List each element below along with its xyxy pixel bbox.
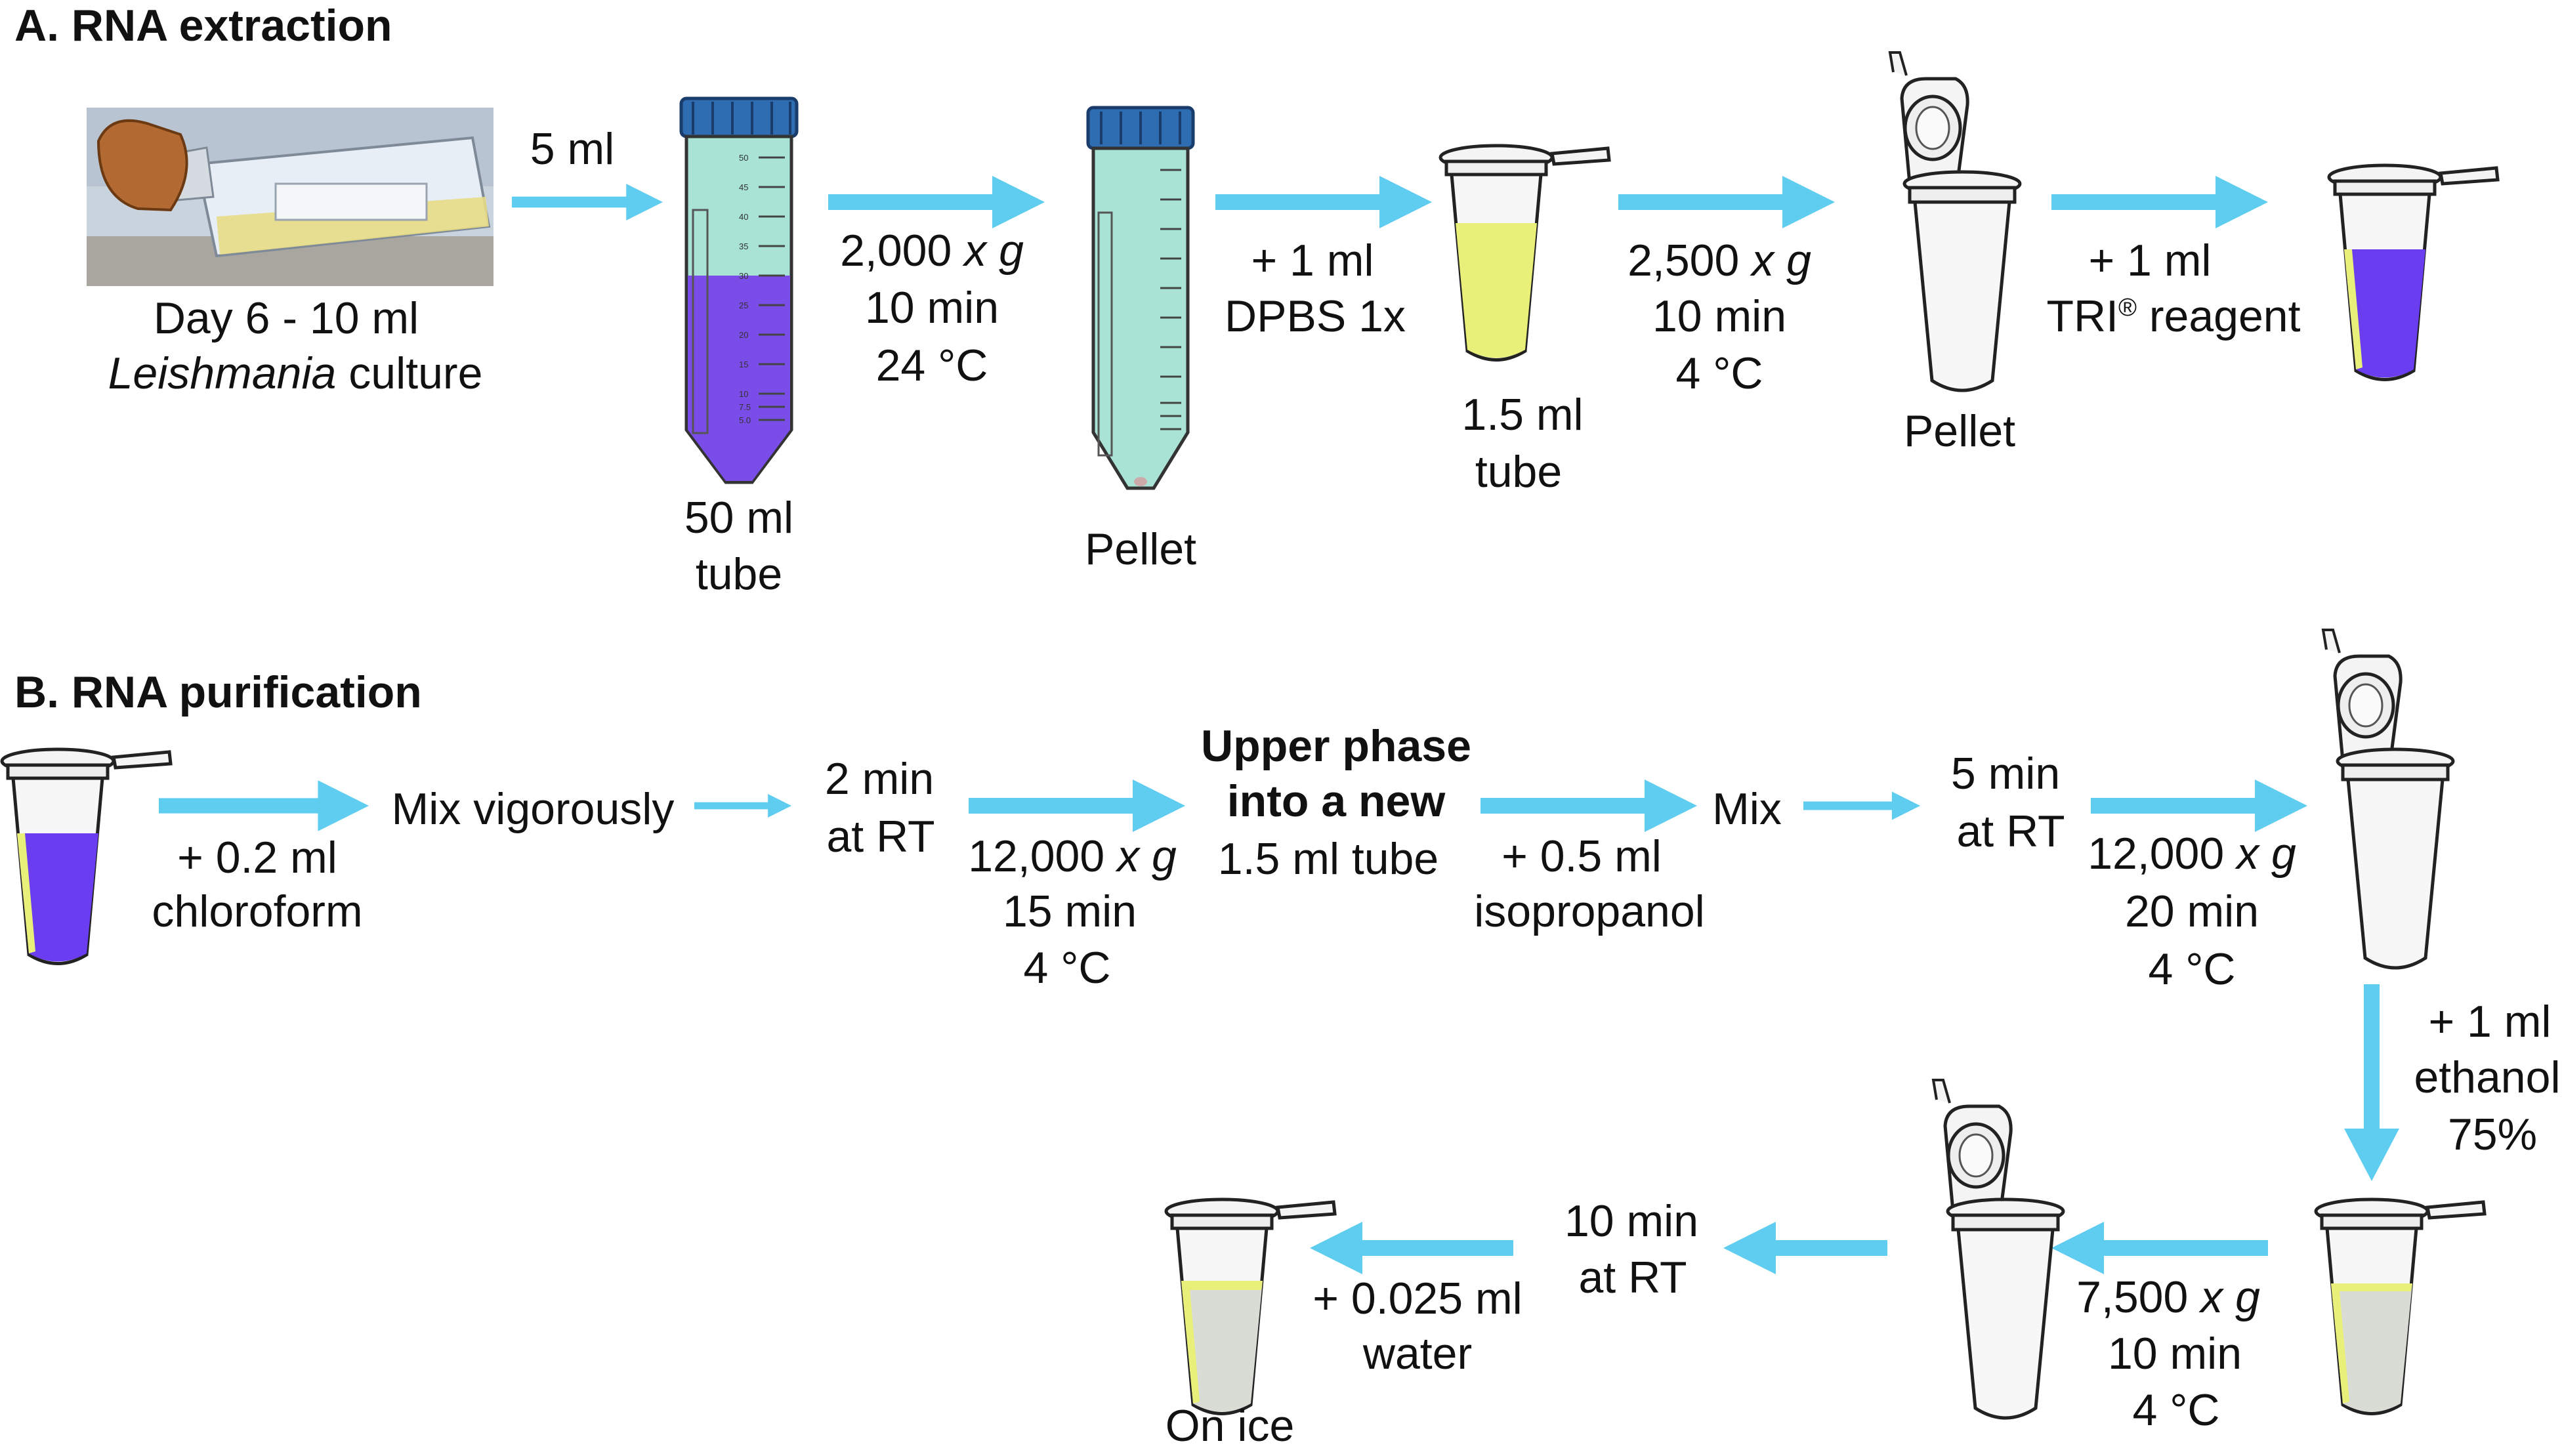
tube15-label-line1: 1.5 ml	[1461, 390, 1583, 440]
tube50-label-line2: tube	[696, 549, 782, 599]
arrow-b5	[1803, 791, 1920, 820]
arrow-a4	[1618, 176, 1835, 228]
tube15-label-line2: tube	[1475, 447, 1562, 497]
culture-label-line1: Day 6 - 10 ml	[154, 293, 419, 343]
falcon-tube-purple: 50 45 40 35 30 25 20 15 10 7.5 5.0	[679, 96, 799, 484]
pellet1-label: Pellet	[1085, 524, 1196, 574]
cent3-line1: 7,500 x g	[2076, 1272, 2260, 1322]
scale-mark-7-5: 7.5	[739, 402, 751, 412]
rt5-line1: 5 min	[1951, 749, 2060, 799]
step-a2-line3: 24 °C	[876, 341, 988, 390]
cent2-line3: 4 °C	[2148, 944, 2235, 994]
scale-mark-15: 15	[739, 360, 748, 369]
arrow-b4	[1480, 780, 1697, 832]
arrow-b7-down	[2344, 984, 2399, 1181]
scale-mark-25: 25	[739, 301, 748, 310]
scale-mark-10: 10	[739, 389, 748, 399]
water-line1: + 0.025 ml	[1312, 1274, 1522, 1323]
ethanol-line1: + 1 ml	[2428, 997, 2551, 1047]
upper-phase-line3: 1.5 ml tube	[1218, 834, 1438, 884]
arrow-b10-left	[1310, 1222, 1513, 1274]
cent1-line3: 4 °C	[1023, 943, 1110, 993]
water-line2: water	[1362, 1329, 1472, 1379]
microtube-purple-b	[0, 747, 173, 965]
cent3-line3: 4 °C	[2132, 1385, 2219, 1435]
rt10-line1: 10 min	[1564, 1196, 1698, 1246]
step-a5-line1: + 1 ml	[2088, 236, 2211, 285]
tube50-label-line1: 50 ml	[684, 493, 793, 543]
rt10-line2: at RT	[1578, 1253, 1687, 1302]
scale-mark-40: 40	[739, 212, 748, 222]
upper-phase-line1: Upper phase	[1201, 721, 1471, 771]
cent2-line1: 12,000 x g	[2088, 829, 2296, 879]
cent1-line2: 15 min	[1003, 886, 1137, 936]
step-a4-line1: 2,500 x g	[1628, 236, 1811, 285]
cent2-line2: 20 min	[2125, 886, 2259, 936]
step-a2-line1: 2,000 x g	[840, 226, 1024, 276]
culture-label-line2: Leishmania culture	[108, 348, 483, 398]
step-b1-line2: chloroform	[152, 886, 362, 936]
step-b1-line1: + 0.2 ml	[177, 833, 337, 883]
ethanol-line3: 75%	[2448, 1110, 2537, 1159]
step-a3-line1: + 1 ml	[1251, 236, 1374, 285]
arrow-b8-left	[2051, 1222, 2268, 1274]
step-a2-line2: 10 min	[865, 283, 999, 333]
rt2-line2: at RT	[826, 812, 934, 862]
arrow-b2	[694, 794, 791, 818]
on-ice-label: On ice	[1166, 1401, 1295, 1451]
step-a3-line2: DPBS 1x	[1225, 291, 1406, 341]
microtube-ethanol	[2314, 1197, 2487, 1415]
cent3-line2: 10 min	[2108, 1329, 2242, 1379]
mix-label: Mix	[1712, 784, 1782, 834]
scale-mark-30: 30	[739, 271, 748, 281]
rt5-line2: at RT	[1956, 806, 2065, 856]
arrow-b1	[159, 780, 369, 831]
rt2-line1: 2 min	[825, 754, 934, 804]
step-a4-line3: 4 °C	[1675, 348, 1763, 398]
microtube-open-b1	[2321, 629, 2455, 970]
arrow-a5	[2051, 176, 2268, 228]
scale-mark-5-0: 5.0	[739, 415, 751, 425]
mix-vigorously-label: Mix vigorously	[392, 784, 675, 834]
iso-line2: isopropanol	[1474, 886, 1705, 936]
scale-mark-35: 35	[739, 241, 748, 251]
arrow-b3	[969, 780, 1185, 832]
cent1-line1: 12,000 x g	[968, 831, 1177, 881]
arrow-b9-left	[1723, 1222, 1887, 1274]
section-a-title: A. RNA extraction	[14, 1, 392, 51]
iso-line1: + 0.5 ml	[1502, 831, 1662, 881]
arrow-a1	[512, 184, 663, 220]
arrow-a3	[1215, 176, 1432, 228]
scale-mark-20: 20	[739, 330, 748, 340]
pellet2-label: Pellet	[1904, 406, 2015, 456]
culture-flask-image	[87, 108, 494, 286]
step-a1-label: 5 ml	[530, 124, 614, 174]
arrow-b6	[2091, 780, 2307, 832]
microtube-purple-a	[2327, 163, 2500, 381]
microtube-open-pellet	[1888, 51, 2022, 392]
microtube-open-b2	[1931, 1079, 2065, 1420]
falcon-tube-pellet	[1086, 106, 1195, 490]
scale-mark-50: 50	[739, 153, 748, 163]
arrow-a2	[828, 176, 1045, 228]
ethanol-line2: ethanol	[2414, 1052, 2560, 1102]
section-b-title: B. RNA purification	[14, 667, 422, 717]
scale-mark-45: 45	[739, 182, 748, 192]
upper-phase-line2: into a new	[1227, 776, 1446, 826]
microtube-yellow	[1438, 144, 1611, 362]
step-a4-line2: 10 min	[1652, 291, 1786, 341]
microtube-final	[1164, 1197, 1337, 1415]
step-a5-line2: TRI® reagent	[2046, 291, 2300, 341]
